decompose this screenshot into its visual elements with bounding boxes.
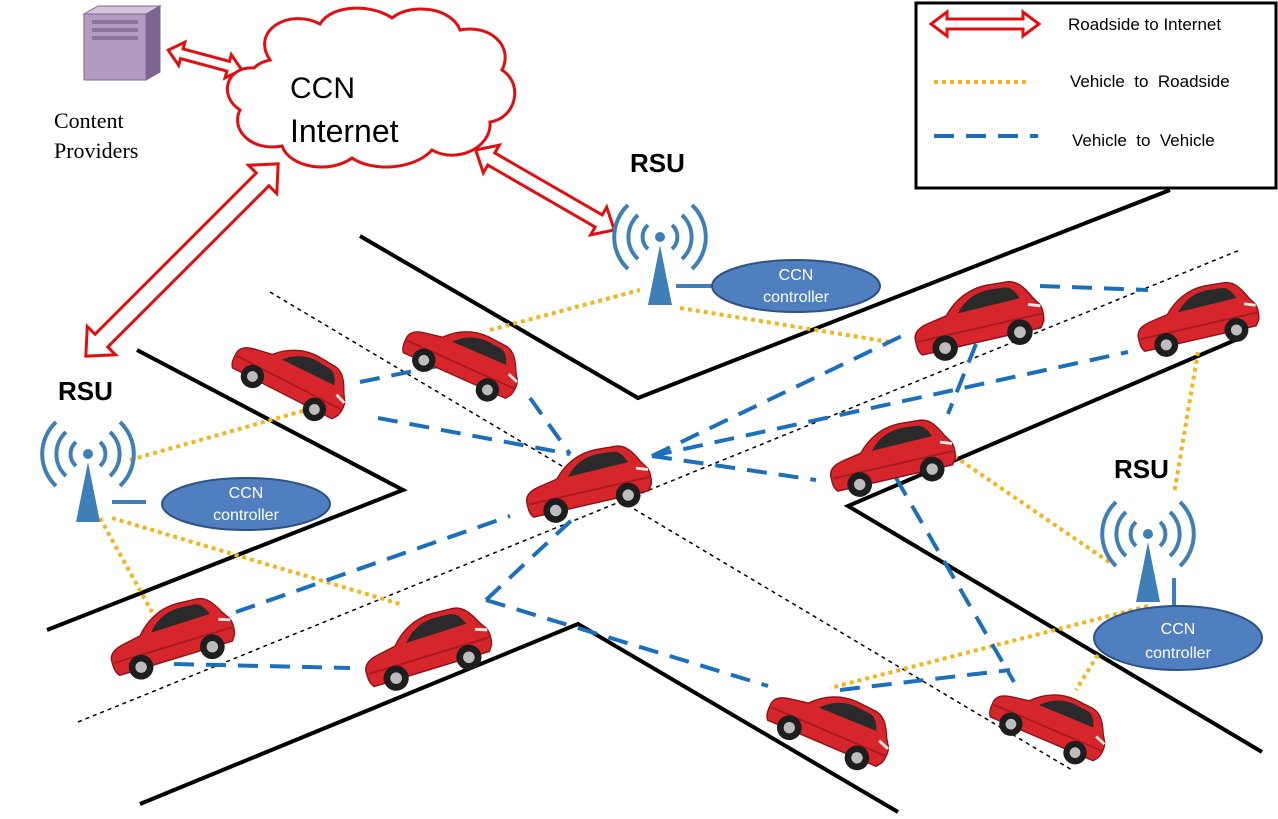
server-icon <box>82 5 162 81</box>
car-icon <box>223 320 361 433</box>
rsu-antenna-icon <box>40 420 136 524</box>
rsu-label-left: RSU <box>58 376 113 406</box>
controller-label-line2: controller <box>1145 645 1211 662</box>
ccn-controller-right <box>1093 605 1263 671</box>
legend-label-roadside-internet: Roadside to Internet <box>1068 15 1221 34</box>
controller-label-line2: controller <box>763 289 829 306</box>
legend-box <box>914 1 1278 190</box>
rsu-label-top: RSU <box>630 148 685 178</box>
rsu-label-right: RSU <box>1114 454 1169 484</box>
legend: Roadside to Internet Vehicle to Roadside… <box>914 1 1278 190</box>
ccn-controller-top <box>711 259 881 313</box>
cloud-icon <box>225 6 517 169</box>
content-providers-line2: Providers <box>54 138 138 163</box>
vehicle-to-roadside-links <box>98 288 1200 692</box>
rsu-antenna-icon <box>1100 500 1196 604</box>
content-providers-line1: Content <box>54 108 124 133</box>
car-icon <box>354 598 500 700</box>
controller-label-line1: CCN <box>1161 621 1196 638</box>
controller-label-line2: controller <box>213 507 279 524</box>
legend-label-vehicle-vehicle: Vehicle to Vehicle <box>1072 131 1215 150</box>
legend-label-vehicle-roadside: Vehicle to Roadside <box>1070 72 1230 91</box>
cloud-label-line2: Internet <box>290 113 399 149</box>
legend-double-arrow-icon <box>928 9 1042 39</box>
controller-label-line1: CCN <box>229 485 264 502</box>
cloud-label-line1: CCN <box>290 72 355 105</box>
car-icon <box>981 668 1119 775</box>
controller-label-line1: CCN <box>779 267 814 284</box>
rsu-antenna-icon <box>612 203 708 307</box>
car-icon <box>905 273 1051 368</box>
ccn-controller-left <box>161 477 331 531</box>
road-edges <box>46 188 1264 814</box>
car-icon <box>1129 274 1265 364</box>
car-icon <box>99 588 243 688</box>
